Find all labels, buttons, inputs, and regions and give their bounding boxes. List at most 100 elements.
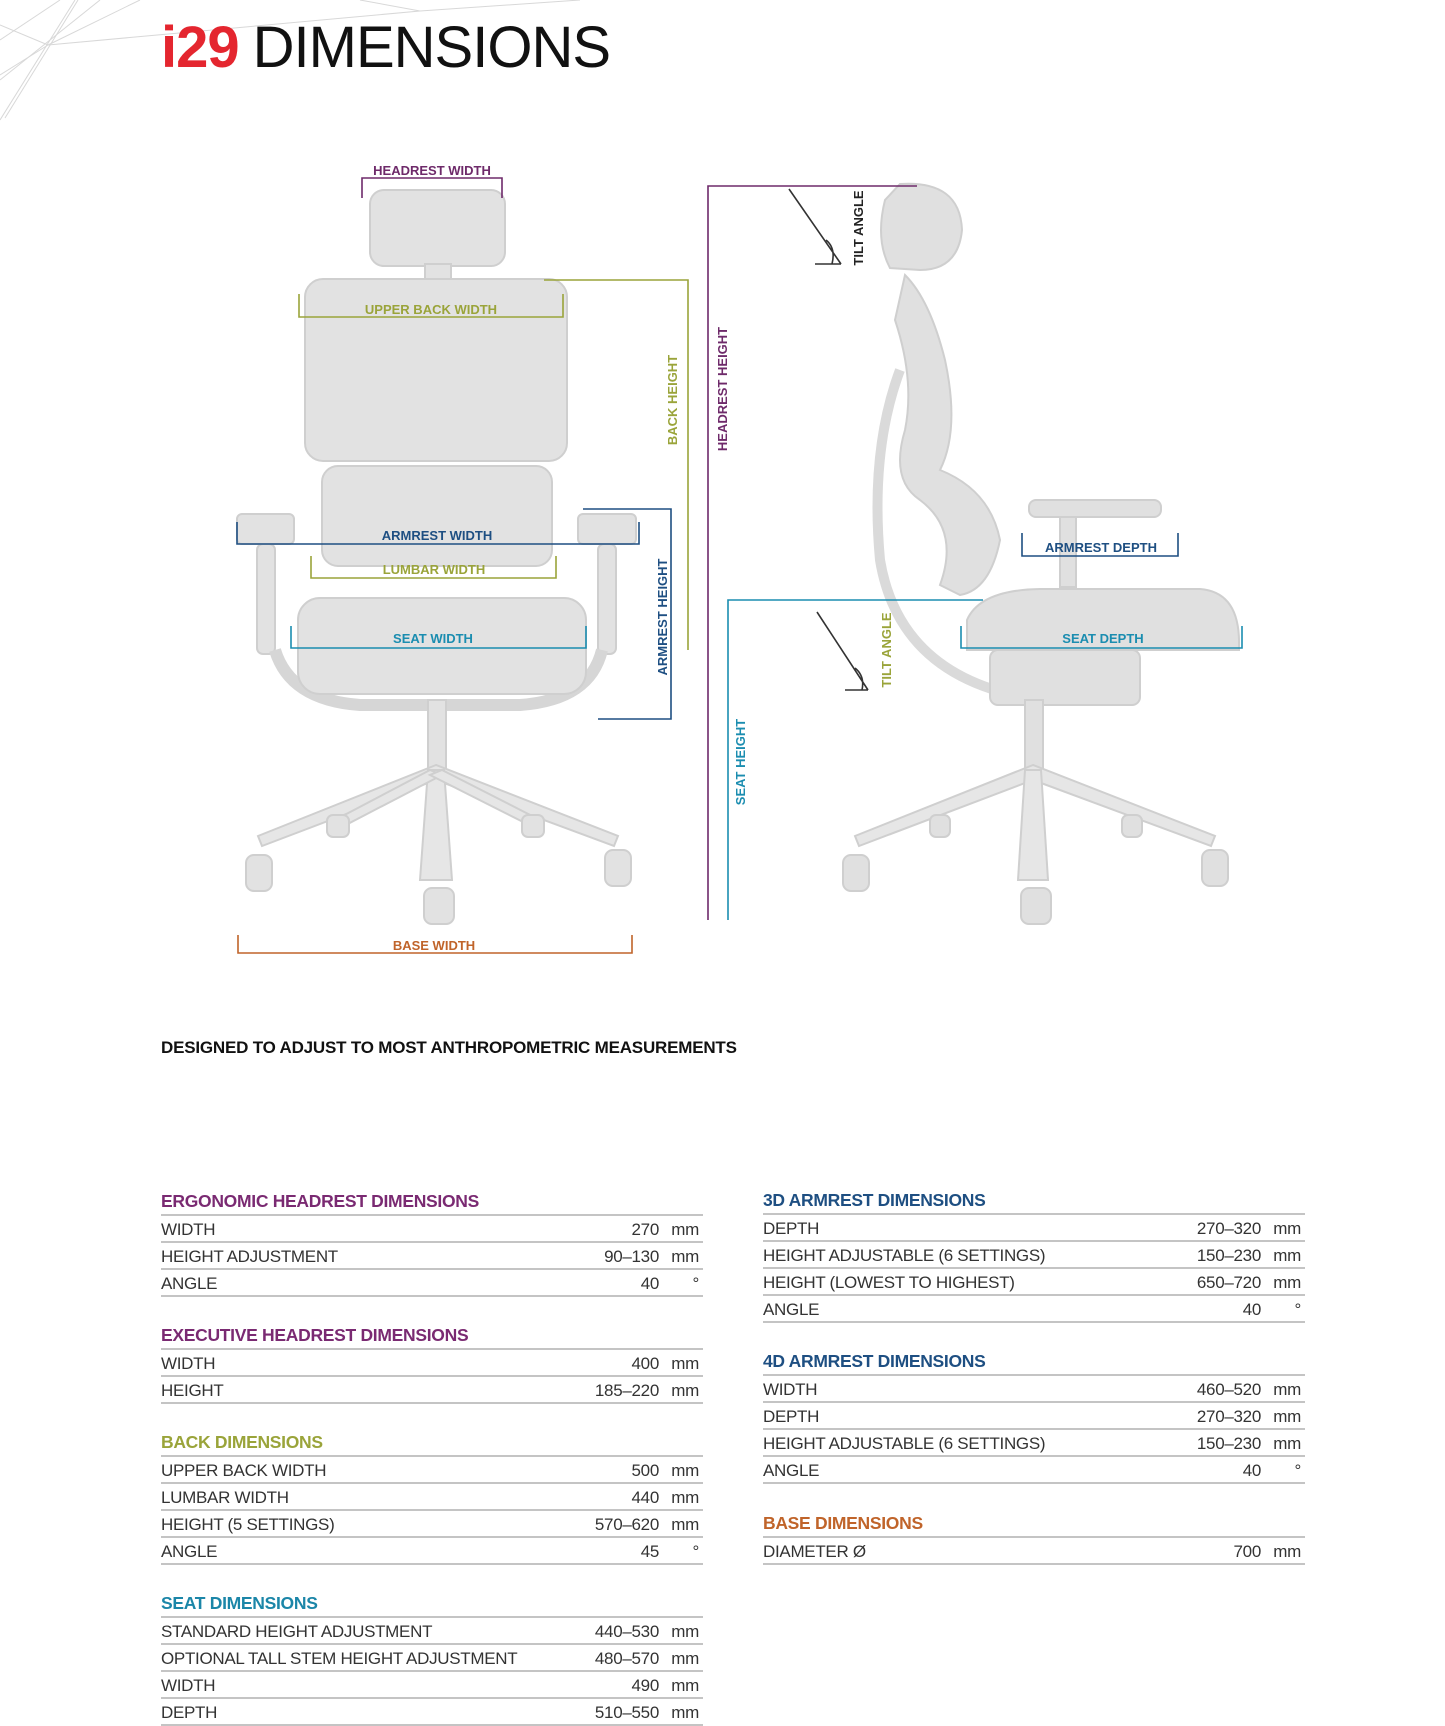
spec-value: 270–320	[1196, 1407, 1261, 1426]
spec-label: HEIGHT ADJUSTABLE (6 SETTINGS)	[763, 1246, 1046, 1265]
label-headrest-height: HEADREST HEIGHT	[715, 327, 730, 451]
spec-unit: mm	[1273, 1219, 1301, 1238]
spec-unit: °	[1294, 1300, 1302, 1319]
label-tilt-angle-top: TILT ANGLE	[851, 190, 866, 265]
spec-value: 270–320	[1196, 1219, 1261, 1238]
spec-unit: mm	[671, 1515, 699, 1534]
spec-label: HEIGHT	[161, 1381, 224, 1400]
spec-unit: mm	[671, 1649, 699, 1668]
spec-label: HEIGHT ADJUSTABLE (6 SETTINGS)	[763, 1434, 1046, 1453]
seat-depth-bracket	[960, 626, 1243, 649]
section-title: BACK DIMENSIONS	[161, 1429, 703, 1457]
spec-label: WIDTH	[161, 1354, 216, 1373]
spec-unit: mm	[1273, 1434, 1301, 1453]
spec-value: 440	[631, 1488, 660, 1507]
tilt-angle-seat-lines	[816, 611, 869, 691]
spec-unit: mm	[671, 1354, 699, 1373]
section-title: 4D ARMREST DIMENSIONS	[763, 1348, 1305, 1376]
spec-row: ANGLE 40 °	[161, 1270, 703, 1297]
seat-height-line	[727, 599, 983, 920]
spec-value: 700	[1233, 1542, 1262, 1561]
spec-label: ANGLE	[161, 1274, 218, 1293]
spec-section: SEAT DIMENSIONS STANDARD HEIGHT ADJUSTMEN…	[161, 1590, 703, 1726]
spec-unit: mm	[671, 1381, 699, 1400]
spec-section: 4D ARMREST DIMENSIONS WIDTH 460–520 mm DEPTH…	[763, 1348, 1305, 1484]
brand-name: i29	[161, 15, 240, 80]
side-chair-illustration	[842, 182, 1240, 925]
label-seat-height: SEAT HEIGHT	[733, 719, 748, 805]
spec-value: 400	[631, 1354, 660, 1373]
spec-unit: mm	[671, 1488, 699, 1507]
spec-row: ANGLE 45 °	[161, 1538, 703, 1565]
spec-label: UPPER BACK WIDTH	[161, 1461, 327, 1480]
spec-value: 90–130	[604, 1247, 659, 1266]
spec-row: HEIGHT (LOWEST TO HIGHEST) 650–720 mm	[763, 1269, 1305, 1296]
spec-unit: °	[1294, 1461, 1302, 1480]
spec-unit: mm	[1273, 1273, 1301, 1292]
spec-value: 440–530	[594, 1622, 659, 1641]
spec-row: WIDTH 400 mm	[161, 1350, 703, 1377]
spec-value: 45	[640, 1542, 660, 1561]
spec-label: OPTIONAL TALL STEM HEIGHT ADJUSTMENT	[161, 1649, 518, 1668]
spec-row: ANGLE 40 °	[763, 1457, 1305, 1484]
spec-value: 570–620	[594, 1515, 659, 1534]
spec-value: 40	[640, 1274, 660, 1293]
back-height-line	[544, 279, 689, 650]
spec-value: 650–720	[1196, 1273, 1261, 1292]
armrest-height-line	[583, 508, 672, 720]
section-title: ERGONOMIC HEADREST DIMENSIONS	[161, 1188, 703, 1216]
spec-value: 185–220	[594, 1381, 659, 1400]
spec-label: DEPTH	[763, 1407, 820, 1426]
spec-row: OPTIONAL TALL STEM HEIGHT ADJUSTMENT 480–…	[161, 1645, 703, 1672]
chair-dimension-diagram: HEADREST WIDTH UPPER BACK WIDTH BACK HEI…	[236, 163, 1243, 954]
subtitle: DESIGNED TO ADJUST TO MOST ANTHROPOMETRI…	[161, 1038, 737, 1057]
section-title: EXECUTIVE HEADREST DIMENSIONS	[161, 1322, 703, 1350]
spec-value: 40	[1242, 1461, 1262, 1480]
spec-unit: mm	[1273, 1542, 1301, 1561]
label-seat-width: SEAT WIDTH	[393, 631, 473, 646]
spec-value: 510–550	[594, 1703, 659, 1722]
section-title: SEAT DIMENSIONS	[161, 1590, 703, 1618]
spec-label: ANGLE	[161, 1542, 218, 1561]
spec-label: HEIGHT (LOWEST TO HIGHEST)	[763, 1273, 1015, 1292]
spec-label: WIDTH	[161, 1220, 216, 1239]
label-armrest-width: ARMREST WIDTH	[382, 528, 493, 543]
spec-label: DEPTH	[161, 1703, 218, 1722]
spec-label: WIDTH	[763, 1380, 818, 1399]
label-headrest-width: HEADREST WIDTH	[373, 163, 491, 178]
armrest-width-bracket	[236, 522, 640, 545]
decorative-background-lines	[0, 0, 581, 121]
title-text: DIMENSIONS	[252, 15, 611, 80]
headrest-width-bracket	[361, 177, 503, 198]
label-lumbar-width: LUMBAR WIDTH	[383, 562, 486, 577]
spec-label: ANGLE	[763, 1461, 820, 1480]
label-upper-back-width: UPPER BACK WIDTH	[365, 302, 497, 317]
lumbar-width-bracket	[310, 556, 557, 579]
spec-value: 460–520	[1196, 1380, 1261, 1399]
spec-label: STANDARD HEIGHT ADJUSTMENT	[161, 1622, 433, 1641]
spec-row: HEIGHT 185–220 mm	[161, 1377, 703, 1404]
spec-unit: mm	[1273, 1246, 1301, 1265]
label-base-width: BASE WIDTH	[393, 938, 475, 953]
label-back-height: BACK HEIGHT	[665, 355, 680, 445]
spec-value: 480–570	[594, 1649, 659, 1668]
spec-unit: °	[692, 1274, 700, 1293]
spec-label: WIDTH	[161, 1676, 216, 1695]
spec-label: ANGLE	[763, 1300, 820, 1319]
label-seat-depth: SEAT DEPTH	[1062, 631, 1143, 646]
spec-unit: °	[692, 1542, 700, 1561]
